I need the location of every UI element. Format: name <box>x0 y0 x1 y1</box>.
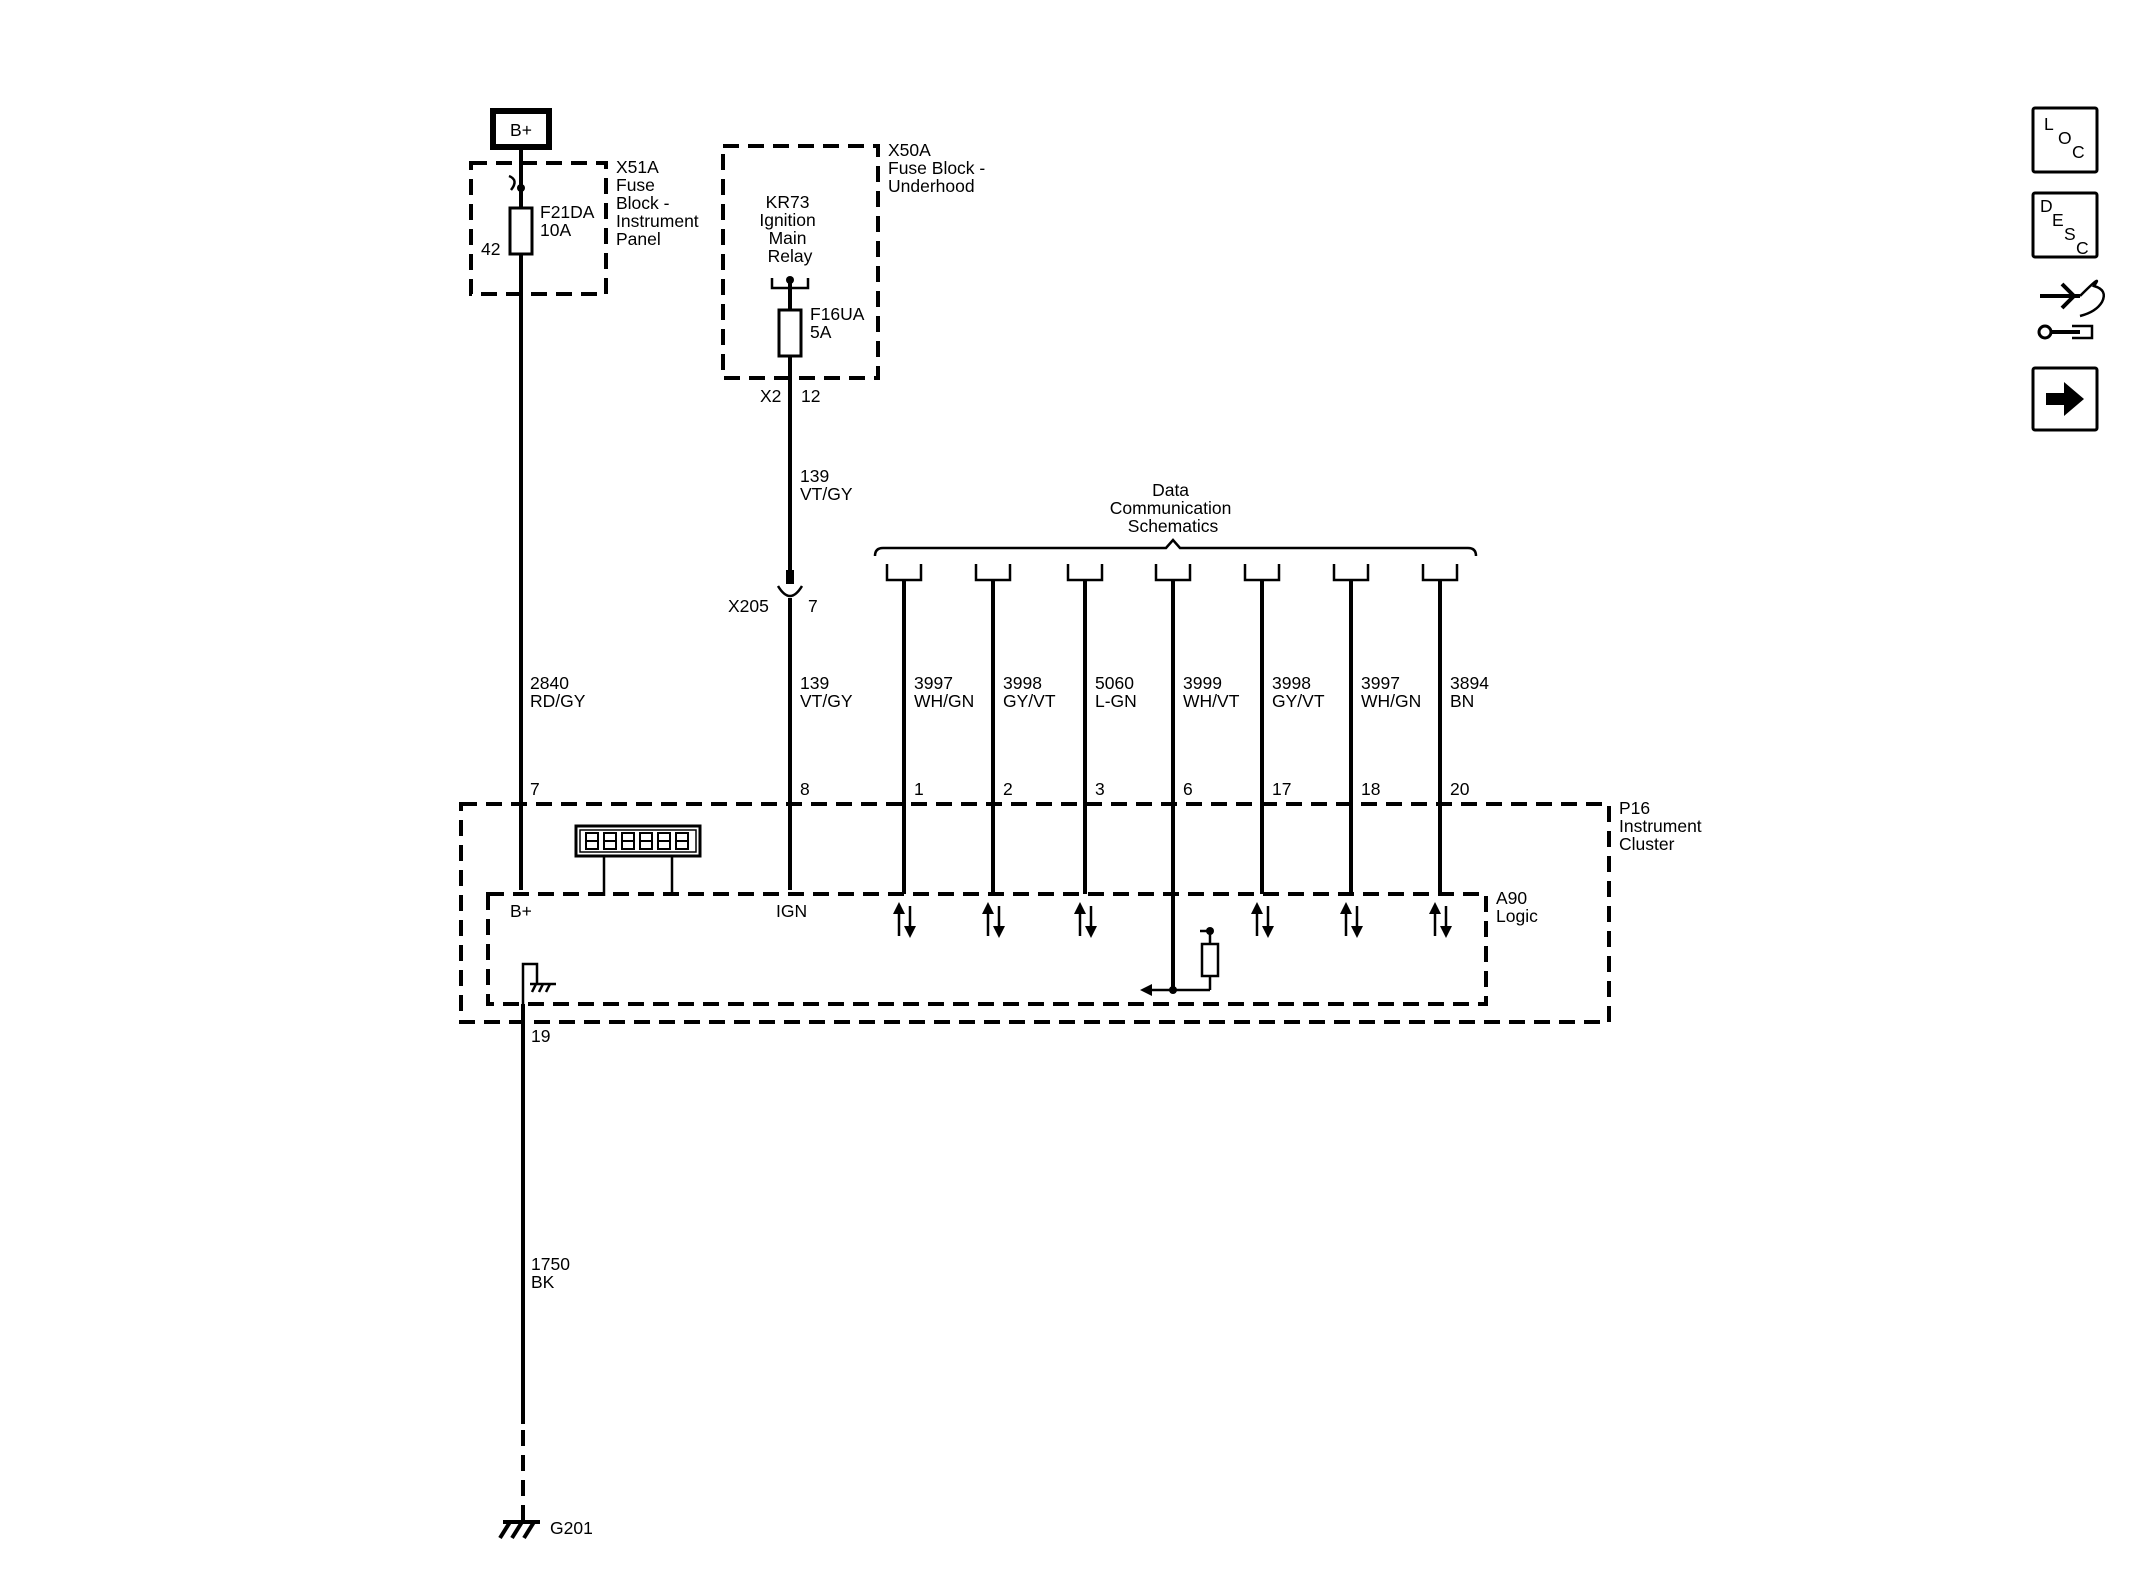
bidirectional-arrow-icon <box>1251 902 1274 938</box>
svg-text:L: L <box>2044 114 2054 134</box>
wire-1750-label: 1750 BK <box>531 1254 575 1292</box>
ground-g201: G201 <box>498 1518 593 1540</box>
bidirectional-arrow-icon <box>1074 902 1097 938</box>
x51a-bus-tap-icon <box>508 174 516 191</box>
data-wire-connector <box>1243 564 1281 582</box>
x50a-connector: X2 <box>760 386 781 406</box>
data-comm-bracket <box>873 538 1478 557</box>
data-wire-pin: 2 <box>1003 779 1013 799</box>
battery-b-plus-terminal: B+ <box>490 108 552 150</box>
inner-ign-label: IGN <box>776 901 807 921</box>
fuse-f16ua-label: F16UA 5A <box>810 304 868 342</box>
x205-label: X205 <box>728 596 769 616</box>
fuse-f21da-icon <box>508 206 534 256</box>
x51a-label: X51A Fuse Block - Instrument Panel <box>616 157 704 249</box>
wire-2840: 2840 RD/GY 7 <box>519 150 586 890</box>
data-wire-connector <box>1154 564 1192 582</box>
data-communication-reference: Data Communication Schematics <box>873 480 1478 557</box>
description-view-button[interactable]: D E S C <box>2031 191 2099 259</box>
p16-instrument-cluster: P16 Instrument Cluster <box>459 798 1707 1024</box>
svg-text:E: E <box>2052 210 2064 230</box>
battery-label: B+ <box>510 120 532 140</box>
data-wire-connector <box>974 564 1012 582</box>
data-wire-connector <box>1066 564 1104 582</box>
data-wire-connector <box>885 564 923 582</box>
ground-g201-label: G201 <box>550 1518 593 1538</box>
data-wire-connector <box>1332 564 1370 582</box>
digital-display-icon <box>574 824 702 896</box>
data-wire-pin: 6 <box>1183 779 1193 799</box>
chassis-ground-icon <box>530 982 556 993</box>
diagnostics-view-button[interactable] <box>2037 279 2105 340</box>
kr73-relay-label: KR73 Ignition Main Relay <box>759 192 820 266</box>
fuse-f21da-label: F21DA 10A <box>540 202 598 240</box>
data-wire-pin: 20 <box>1450 779 1470 799</box>
a90-label: A90 Logic <box>1496 888 1538 926</box>
x51a-fuse-block: X51A Fuse Block - Instrument Panel F21DA… <box>469 157 704 296</box>
x205-connector: X205 7 <box>728 585 818 616</box>
x51a-pin: 42 <box>481 239 500 259</box>
data-wire-pin: 17 <box>1272 779 1291 799</box>
wire-139: 139 VT/GY 8 <box>788 598 853 890</box>
wire-139-label: 139 VT/GY <box>800 673 853 711</box>
wire-139-pin: 8 <box>800 779 810 799</box>
data-comm-label: Data Communication Schematics <box>1110 480 1236 536</box>
wire-2840-label: 2840 RD/GY <box>530 673 586 711</box>
wire-139-top: 139 VT/GY <box>786 356 853 584</box>
data-wire-pin: 3 <box>1095 779 1105 799</box>
bidirectional-arrow-icon <box>893 902 916 938</box>
svg-text:C: C <box>2072 142 2085 162</box>
next-page-button[interactable] <box>2031 366 2099 432</box>
x50a-label: X50A Fuse Block - Underhood <box>888 140 990 196</box>
x205-pin: 7 <box>808 596 818 616</box>
svg-text:C: C <box>2076 238 2089 258</box>
ground-pin: 19 <box>531 1026 550 1046</box>
data-wire-pin: 18 <box>1361 779 1380 799</box>
svg-text:O: O <box>2058 128 2072 148</box>
location-view-button[interactable]: L O C <box>2031 106 2099 174</box>
data-wire-connector <box>1421 564 1459 582</box>
bidirectional-arrow-icon <box>982 902 1005 938</box>
wire-1750: 19 1750 BK <box>521 1004 575 1520</box>
p16-label: P16 Instrument Cluster <box>1619 798 1707 854</box>
data-wire-pin: 1 <box>914 779 924 799</box>
x50a-fuse-block: X50A Fuse Block - Underhood KR73 Ignitio… <box>721 140 990 406</box>
right-arrow-icon <box>2046 382 2084 416</box>
x50a-pin: 12 <box>801 386 820 406</box>
diagnostic-wrench-icon <box>2037 279 2105 340</box>
svg-text:S: S <box>2064 224 2076 244</box>
wire-139-top-label: 139 VT/GY <box>800 466 853 504</box>
bidirectional-arrow-icon <box>1340 902 1363 938</box>
wire-2840-pin: 7 <box>530 779 540 799</box>
svg-text:D: D <box>2040 196 2053 216</box>
inner-b-plus-label: B+ <box>510 901 532 921</box>
bidirectional-arrow-icon <box>1429 902 1452 938</box>
fuse-f16ua-icon <box>777 308 803 358</box>
pull-up-resistor-icon <box>1140 927 1220 996</box>
